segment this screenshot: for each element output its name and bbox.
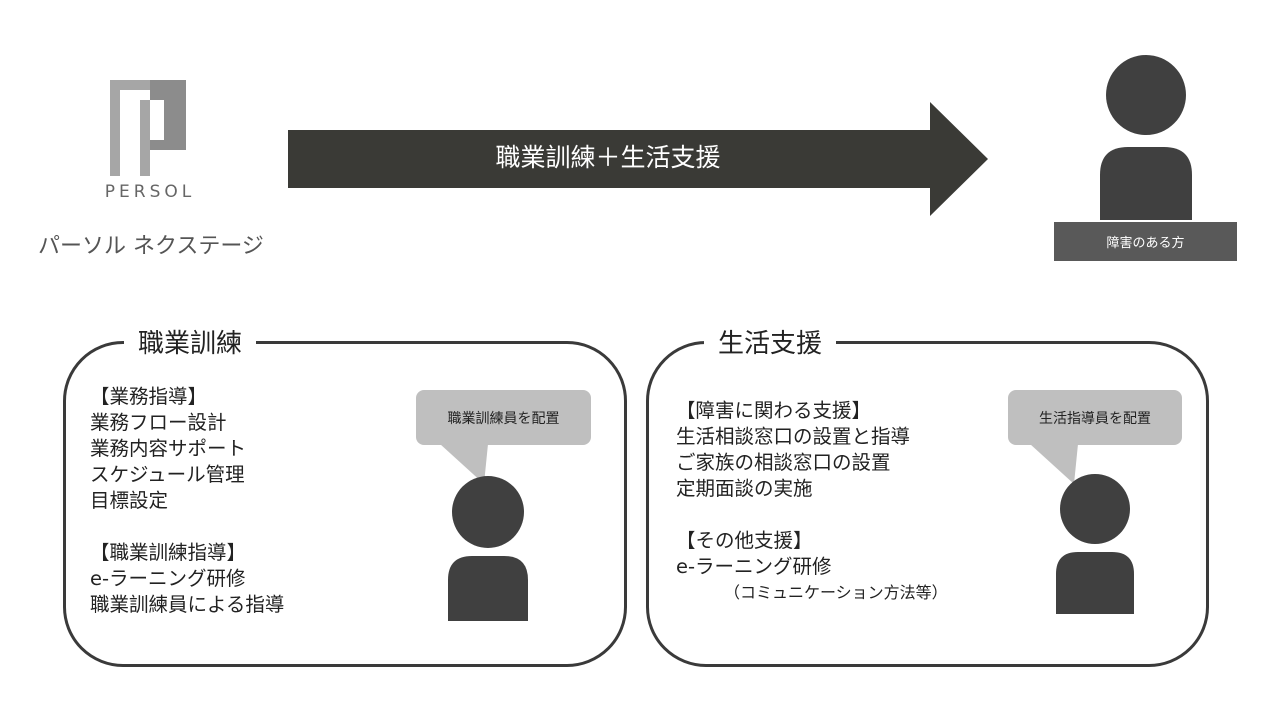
speech-bubble-counselor: 生活指導員を配置 [1008, 390, 1182, 445]
list-item: e-ラーニング研修 [90, 567, 246, 590]
list-item: 定期面談の実施 [676, 477, 813, 500]
speech-bubble-trainer: 職業訓練員を配置 [416, 390, 591, 445]
section-heading: 【障害に関わる支援】 [676, 399, 872, 422]
list-item: 目標設定 [90, 489, 169, 512]
living-support-title: 生活支援 [704, 323, 837, 360]
speech-bubble-tail [440, 444, 488, 484]
list-item: 生活相談窓口の設置と指導 [676, 425, 911, 448]
list-item: e-ラーニング研修 [676, 555, 832, 578]
vocational-training-content: 【業務指導】 業務フロー設計 業務内容サポート スケジュール管理 目標設定 【職… [90, 384, 284, 618]
living-support-box [646, 341, 1209, 667]
list-item-note: （コミュニケーション方法等） [724, 583, 948, 602]
list-item: 業務内容サポート [90, 437, 247, 460]
list-item: ご家族の相談窓口の設置 [676, 451, 891, 474]
arrow-label: 職業訓練＋生活支援 [495, 143, 721, 172]
person-icon [1100, 55, 1192, 220]
arrow-shape [288, 102, 988, 216]
vocational-training-title: 職業訓練 [124, 323, 257, 360]
speech-bubble-tail [1030, 444, 1078, 484]
list-item: 職業訓練員による指導 [90, 593, 285, 616]
persol-logo-icon [110, 80, 186, 176]
list-item: 業務フロー設計 [90, 411, 227, 434]
section-heading: 【職業訓練指導】 [90, 541, 247, 564]
list-item: スケジュール管理 [90, 463, 245, 486]
section-heading: 【業務指導】 [90, 385, 208, 408]
trainer-person-icon [448, 476, 528, 621]
counselor-person-icon [1056, 474, 1134, 614]
company-name: パーソル ネクステージ [38, 234, 264, 259]
living-support-content: 【障害に関わる支援】 生活相談窓口の設置と指導 ご家族の相談窓口の設置 定期面談… [676, 398, 948, 606]
recipient-label: 障害のある方 [1054, 222, 1237, 261]
logo-wordmark: PERSOL [104, 182, 196, 202]
section-heading: 【その他支援】 [676, 529, 813, 552]
vocational-training-box [63, 341, 627, 667]
